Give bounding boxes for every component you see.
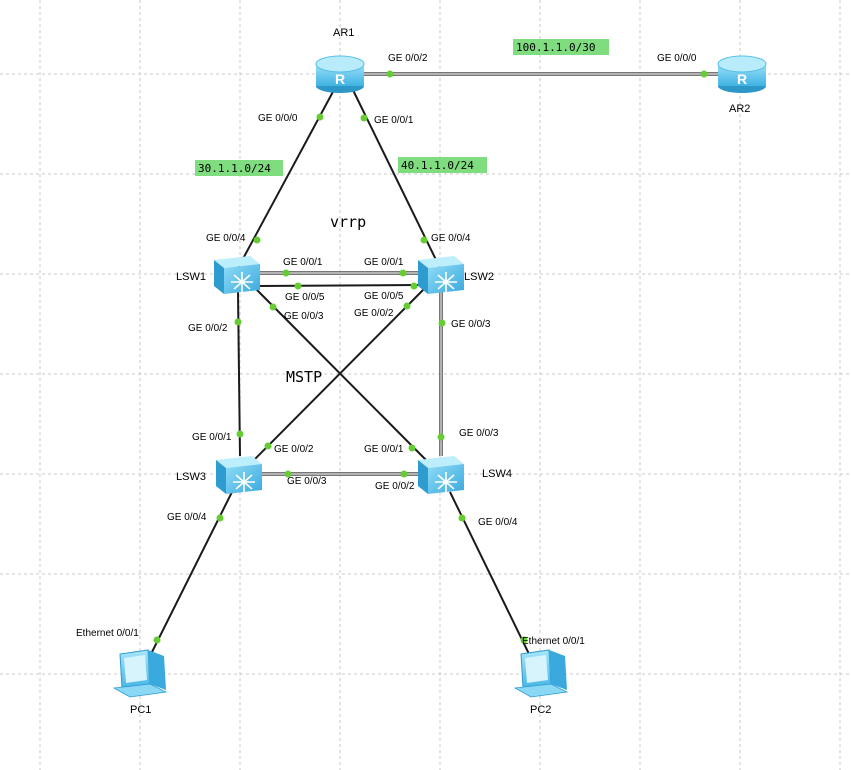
port-label: GE 0/0/5 xyxy=(285,292,325,303)
switch-icon xyxy=(214,256,260,294)
device-label-pc2: PC2 xyxy=(530,704,551,716)
pc-pc2[interactable]: PC2 xyxy=(513,649,569,716)
port-label: GE 0/0/0 xyxy=(657,53,697,64)
port-label: GE 0/0/3 xyxy=(287,476,327,487)
router-icon: R xyxy=(315,55,365,93)
switch-icon xyxy=(418,456,464,494)
port-label: Ethernet 0/0/1 xyxy=(522,636,585,647)
router-ar2[interactable]: R AR2 xyxy=(717,55,767,115)
device-label-lsw1: LSW1 xyxy=(176,271,206,283)
router-ar1[interactable]: R AR1 xyxy=(315,27,365,93)
device-label-pc1: PC1 xyxy=(130,704,151,716)
port-label: GE 0/0/1 xyxy=(364,444,404,455)
svg-text:R: R xyxy=(737,71,747,87)
network-label-ar1-lsw1: 30.1.1.0/24 xyxy=(195,160,283,176)
port-label: GE 0/0/5 xyxy=(364,291,404,302)
device-label-ar1: AR1 xyxy=(333,27,354,39)
link-lsw1-lsw2-ge005[interactable] xyxy=(257,284,419,287)
router-icon: R xyxy=(717,55,767,93)
port-label: GE 0/0/4 xyxy=(478,517,518,528)
port-label: GE 0/0/2 xyxy=(188,323,228,334)
port-label: GE 0/0/3 xyxy=(459,428,499,439)
device-label-lsw4: LSW4 xyxy=(482,468,512,480)
device-label-ar2: AR2 xyxy=(729,103,750,115)
port-dots xyxy=(153,70,708,644)
port-labels: GE 0/0/2 GE 0/0/0 GE 0/0/1 GE 0/0/0 GE 0… xyxy=(76,53,697,647)
port-label: GE 0/0/2 xyxy=(375,481,415,492)
pc-icon xyxy=(112,649,168,698)
network-label-ar1-ar2: 100.1.1.0/30 xyxy=(513,39,609,55)
svg-text:R: R xyxy=(335,71,345,87)
port-label: GE 0/0/4 xyxy=(206,233,246,244)
network-text: 30.1.1.0/24 xyxy=(198,162,271,175)
port-label: GE 0/0/2 xyxy=(354,308,394,319)
device-label-lsw2: LSW2 xyxy=(464,271,494,283)
port-label: Ethernet 0/0/1 xyxy=(76,628,139,639)
port-label: GE 0/0/1 xyxy=(364,257,404,268)
port-label: GE 0/0/1 xyxy=(192,432,232,443)
device-label-lsw3: LSW3 xyxy=(176,471,206,483)
port-label: GE 0/0/2 xyxy=(388,53,428,64)
port-label: GE 0/0/2 xyxy=(274,444,314,455)
network-text: 40.1.1.0/24 xyxy=(401,159,474,172)
port-label: GE 0/0/3 xyxy=(451,319,491,330)
switch-icon xyxy=(418,256,464,294)
port-label: GE 0/0/4 xyxy=(167,512,207,523)
link-lsw2-lsw3[interactable] xyxy=(251,287,426,463)
network-label-ar1-lsw2: 40.1.1.0/24 xyxy=(398,157,487,173)
port-label: GE 0/0/0 xyxy=(258,113,298,124)
pc-icon xyxy=(513,649,569,698)
mstp-label: MSTP xyxy=(286,368,322,386)
vrrp-label: vrrp xyxy=(330,213,366,231)
switch-lsw4[interactable]: LSW4 xyxy=(418,456,512,494)
port-label: GE 0/0/4 xyxy=(431,233,471,244)
switch-lsw2[interactable]: LSW2 xyxy=(418,256,494,294)
switch-lsw3[interactable]: LSW3 xyxy=(176,456,262,494)
port-label: GE 0/0/3 xyxy=(284,311,324,322)
switch-lsw1[interactable]: LSW1 xyxy=(176,256,260,294)
port-label: GE 0/0/1 xyxy=(374,115,414,126)
network-text: 100.1.1.0/30 xyxy=(516,41,595,54)
port-label: GE 0/0/1 xyxy=(283,257,323,268)
link-lsw1-lsw4[interactable] xyxy=(254,287,429,463)
switch-icon xyxy=(216,456,262,494)
pc-pc1[interactable]: PC1 xyxy=(112,649,168,716)
